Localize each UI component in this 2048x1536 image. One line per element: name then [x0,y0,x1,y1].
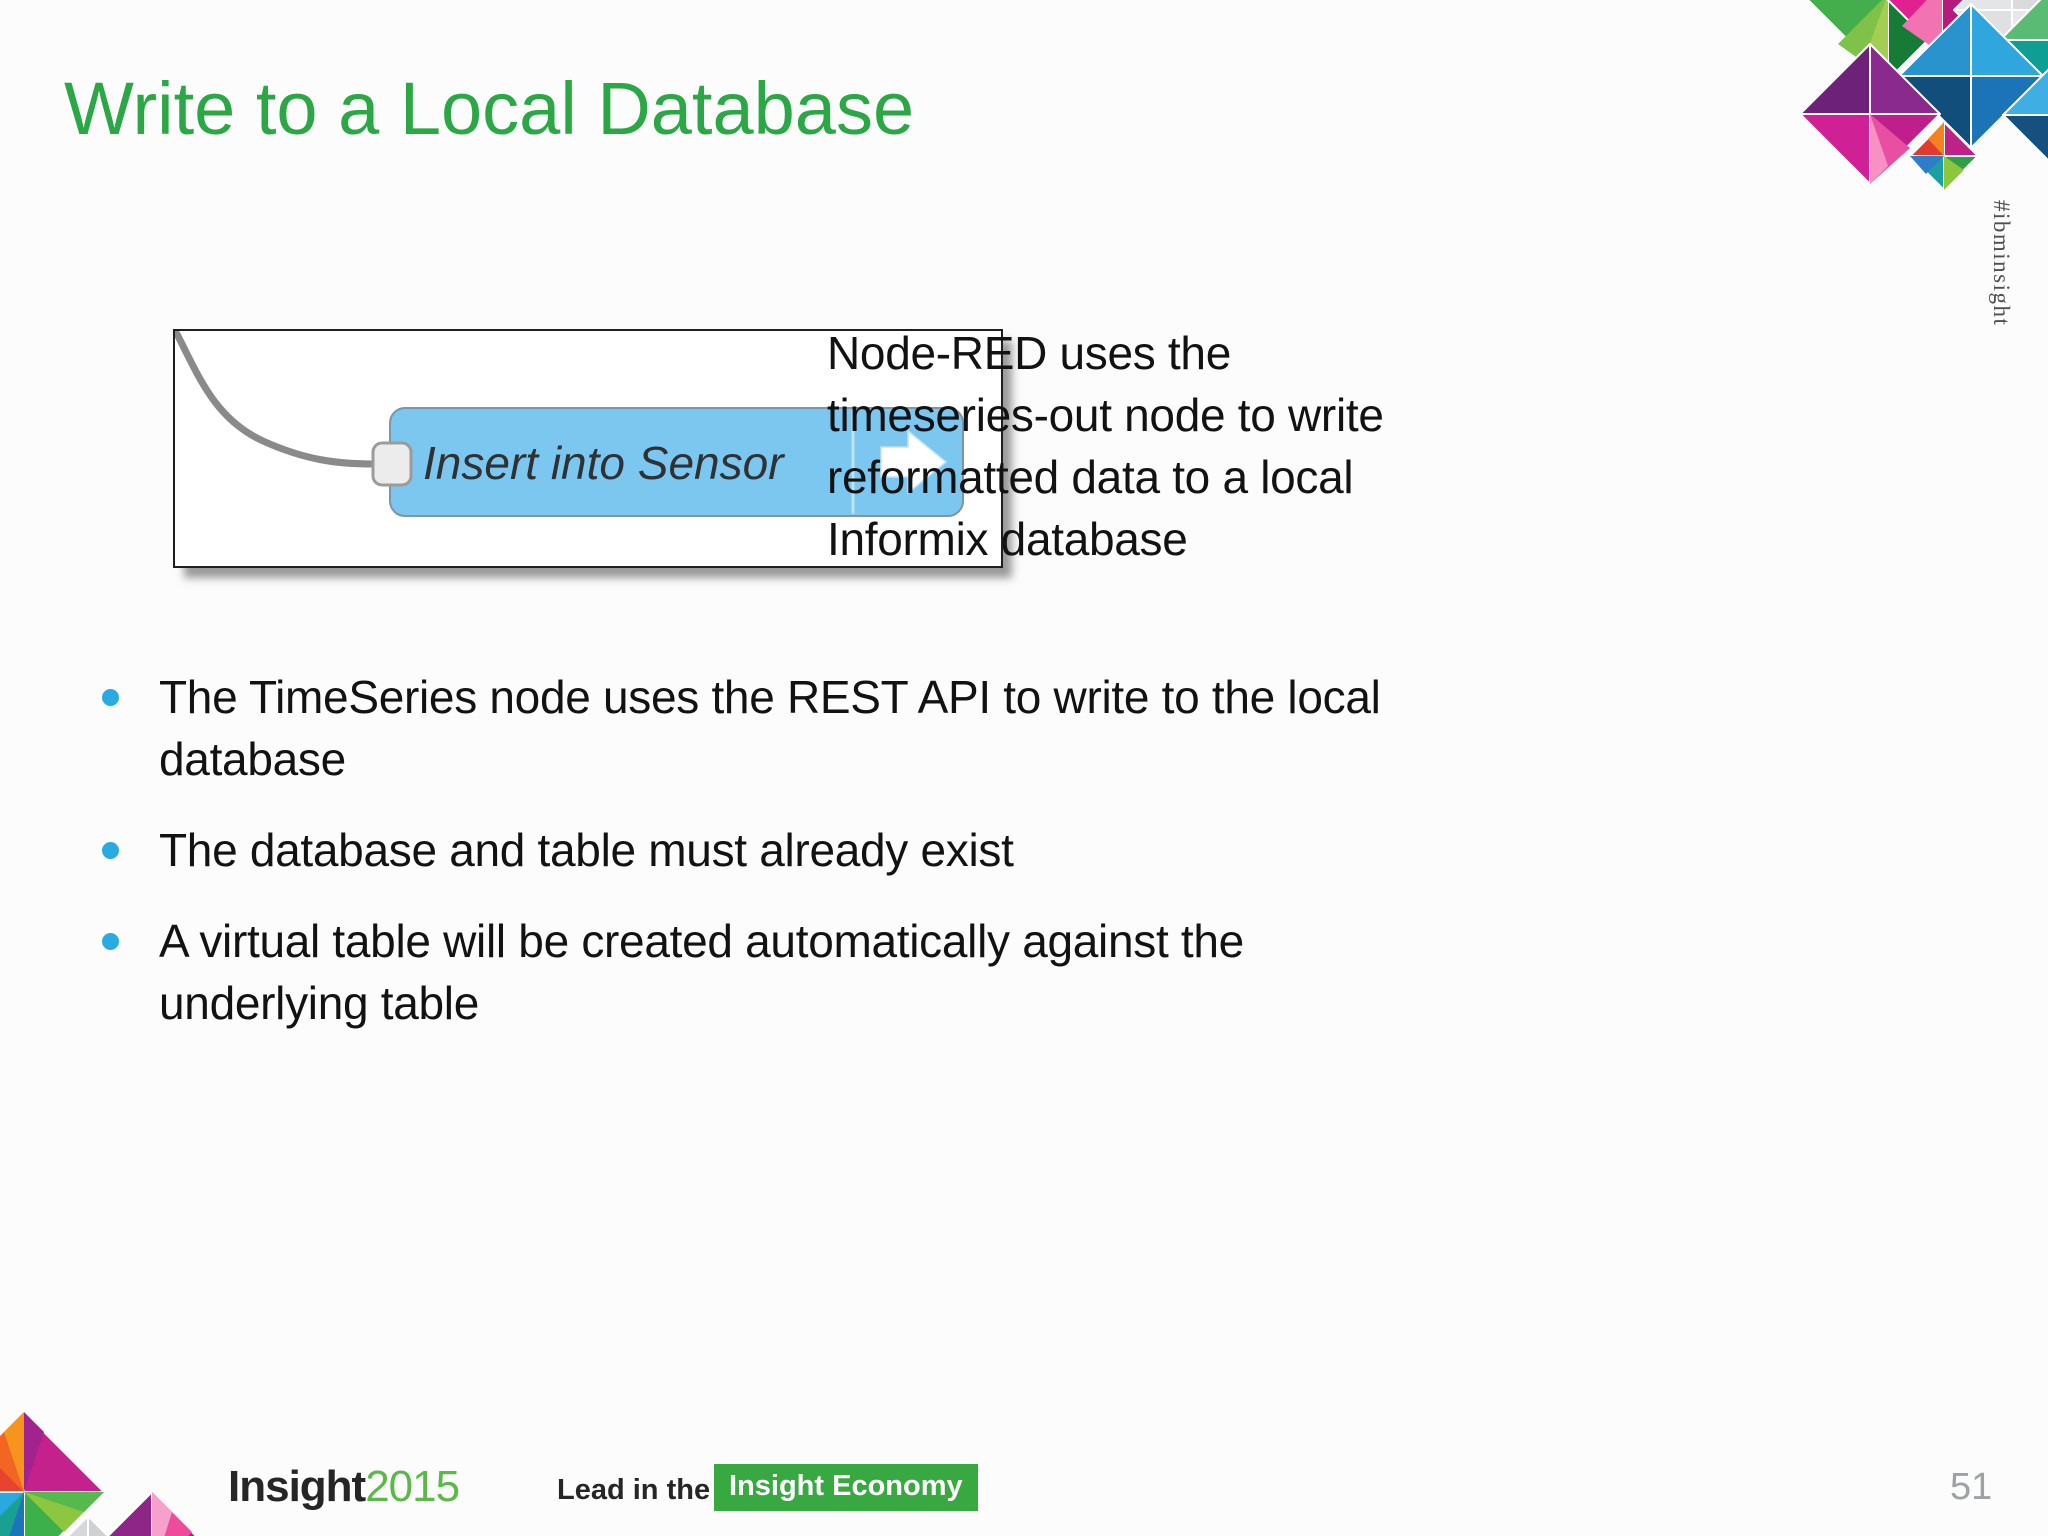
bullet-item: The TimeSeries node uses the REST API to… [96,666,1896,790]
triangle-mosaic-bottom-left [0,1411,198,1536]
bullet-list: The TimeSeries node uses the REST API to… [96,666,1896,1063]
teal-diamond [1999,0,2048,90]
insight-logo-word: Insight [228,1462,366,1511]
purple-diamond [106,1491,198,1536]
rainbow-diamond [1909,121,1979,191]
arrow-icon [880,429,948,495]
insight-2015-logo: Insight2015 [228,1462,460,1512]
node-input-port[interactable] [371,441,413,487]
green-diamond [1806,0,1970,81]
purple-diamond [1799,43,1941,185]
page-title: Write to a Local Database [64,67,915,150]
bullet-dot [102,689,119,706]
bullet-dot [102,842,119,859]
node-label: Insert into Sensor [423,437,785,489]
bullet-item: The database and table must already exis… [96,819,1896,881]
bullet-text: A virtual table will be created automati… [159,915,1244,1029]
flow-wire [175,331,378,468]
node-red-flow-image: Insert into Sensor [173,329,1003,568]
flow-canvas: Insert into Sensor [175,331,964,517]
footer-tagline: Lead in the [557,1474,711,1506]
pink-diamond [1886,0,1998,55]
hashtag-vertical-label: #ibminsight [1989,200,2014,327]
blue-partial-diamond [2002,68,2048,162]
insight-logo-year: 2015 [365,1462,460,1511]
insight-economy-badge: Insight Economy [714,1464,978,1511]
blue-diamond [1898,3,2044,149]
bullet-item: A virtual table will be created automati… [96,910,1896,1034]
bullet-dot [102,933,119,950]
page-number: 51 [1950,1466,1993,1508]
bullet-text: The database and table must already exis… [159,824,1014,876]
rainbow-diamond [0,1411,105,1536]
gray-diamond [1953,0,2048,69]
gray-diamond [66,1515,110,1536]
caption-text: Node-RED uses the timeseries-out node to… [827,327,1384,565]
bullet-text: The TimeSeries node uses the REST API to… [159,671,1381,785]
